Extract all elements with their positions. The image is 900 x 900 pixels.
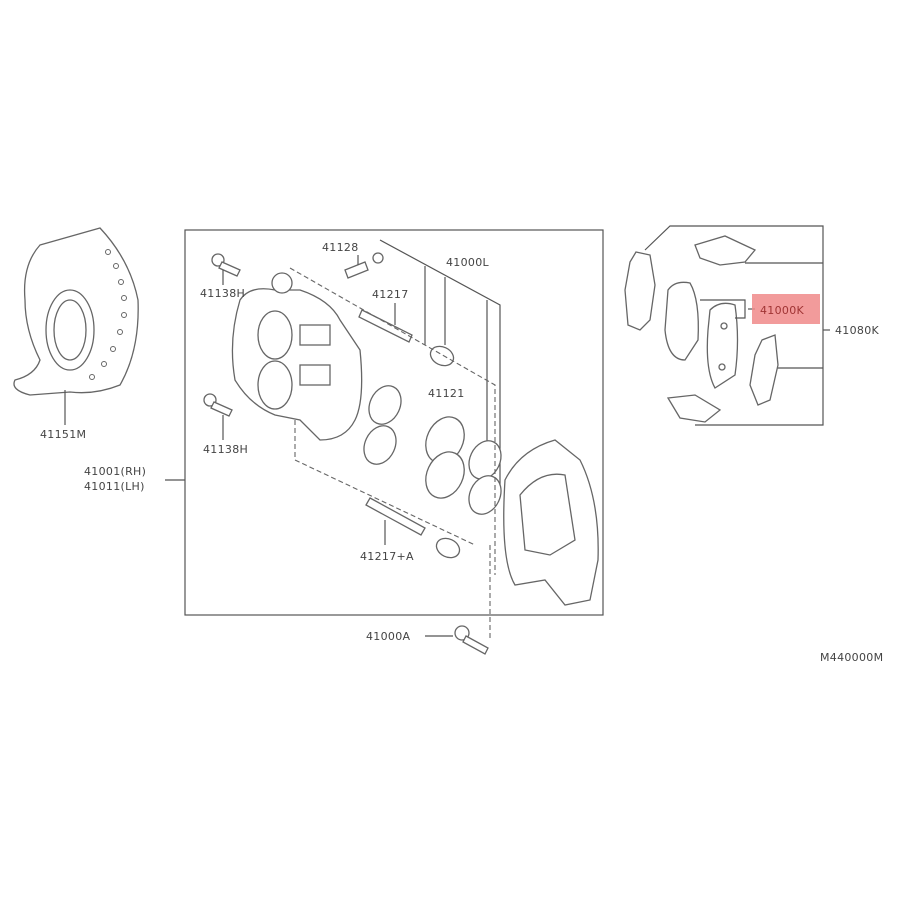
- clip-bottom-part[interactable]: [666, 394, 722, 423]
- label-41000A: 41000A: [366, 630, 410, 643]
- label-41217A: 41217+A: [360, 550, 414, 563]
- mounting-bolt-part[interactable]: [454, 625, 489, 655]
- label-41217: 41217: [372, 288, 409, 301]
- boot-lower-part[interactable]: [433, 535, 462, 561]
- label-41000K[interactable]: 41000K: [760, 304, 804, 317]
- label-41080K: 41080K: [835, 324, 879, 337]
- pad-kit-highlight[interactable]: [752, 294, 820, 324]
- label-caliper-lh: 41011(LH): [84, 480, 145, 493]
- label-41121: 41121: [428, 387, 465, 400]
- guide-pin-upper-part[interactable]: [358, 309, 413, 343]
- seal-ring-part[interactable]: [358, 381, 507, 520]
- label-41000L: 41000L: [446, 256, 489, 269]
- brake-pad-outer-part[interactable]: [664, 281, 699, 361]
- brake-pad-inner-part[interactable]: [706, 302, 739, 389]
- label-41138H-bottom: 41138H: [203, 443, 248, 456]
- shim-outer-part[interactable]: [624, 251, 656, 331]
- caliper-assembly-frame: [184, 229, 604, 616]
- shim-inner-part[interactable]: [749, 334, 779, 406]
- label-41151M: 41151M: [40, 428, 86, 441]
- piston-part[interactable]: [419, 411, 472, 505]
- boot-upper-part[interactable]: [427, 343, 456, 369]
- label-caliper-rh: 41001(RH): [84, 465, 146, 478]
- label-41138H-top: 41138H: [200, 287, 245, 300]
- label-41128: 41128: [322, 241, 359, 254]
- caliper-body-part[interactable]: [231, 272, 363, 441]
- bolt-bottom-part[interactable]: [203, 393, 233, 417]
- diagram-code: M440000M: [820, 651, 883, 664]
- guide-pin-lower-part[interactable]: [365, 497, 426, 536]
- dust-shield-part[interactable]: [13, 227, 139, 396]
- caliper-bracket-part[interactable]: [503, 439, 599, 606]
- clip-top-part[interactable]: [694, 235, 757, 266]
- bolt-top-part[interactable]: [211, 253, 241, 277]
- bleeder-part[interactable]: [344, 252, 384, 279]
